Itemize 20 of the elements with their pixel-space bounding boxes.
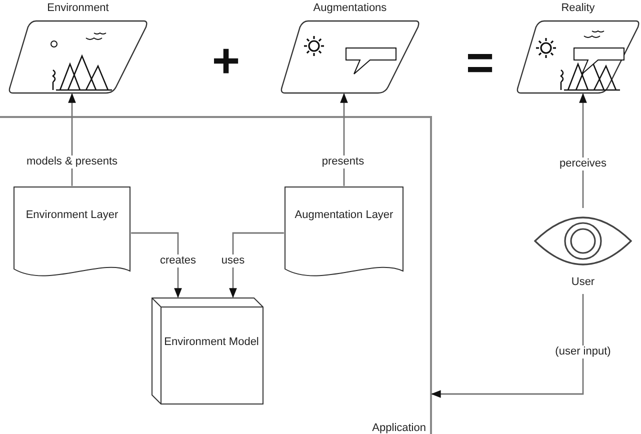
panel-title: Environment xyxy=(46,2,110,15)
edge-label: creates xyxy=(158,254,198,268)
operator-symbol: + xyxy=(212,38,240,86)
connector-arrow xyxy=(431,294,584,398)
panel-title: Augmentations xyxy=(312,2,388,15)
connector-arrow xyxy=(131,232,182,298)
container-title: Application xyxy=(372,422,426,434)
connector-arrow xyxy=(579,93,587,208)
edge-label: (user input) xyxy=(554,346,612,358)
user-label: User xyxy=(570,276,596,289)
edge-label: models & presents xyxy=(25,156,119,168)
connector-arrow xyxy=(229,232,284,298)
panel-title: Reality xyxy=(560,2,596,15)
layer-label: Environment Layer xyxy=(24,208,120,222)
operator-symbol: = xyxy=(466,40,494,88)
edge-label: uses xyxy=(220,254,246,268)
edge-label: presents xyxy=(320,156,366,168)
layer-label: Augmentation Layer xyxy=(294,208,394,222)
model-label: Environment Model xyxy=(163,335,260,349)
edge-label: perceives xyxy=(558,158,608,170)
